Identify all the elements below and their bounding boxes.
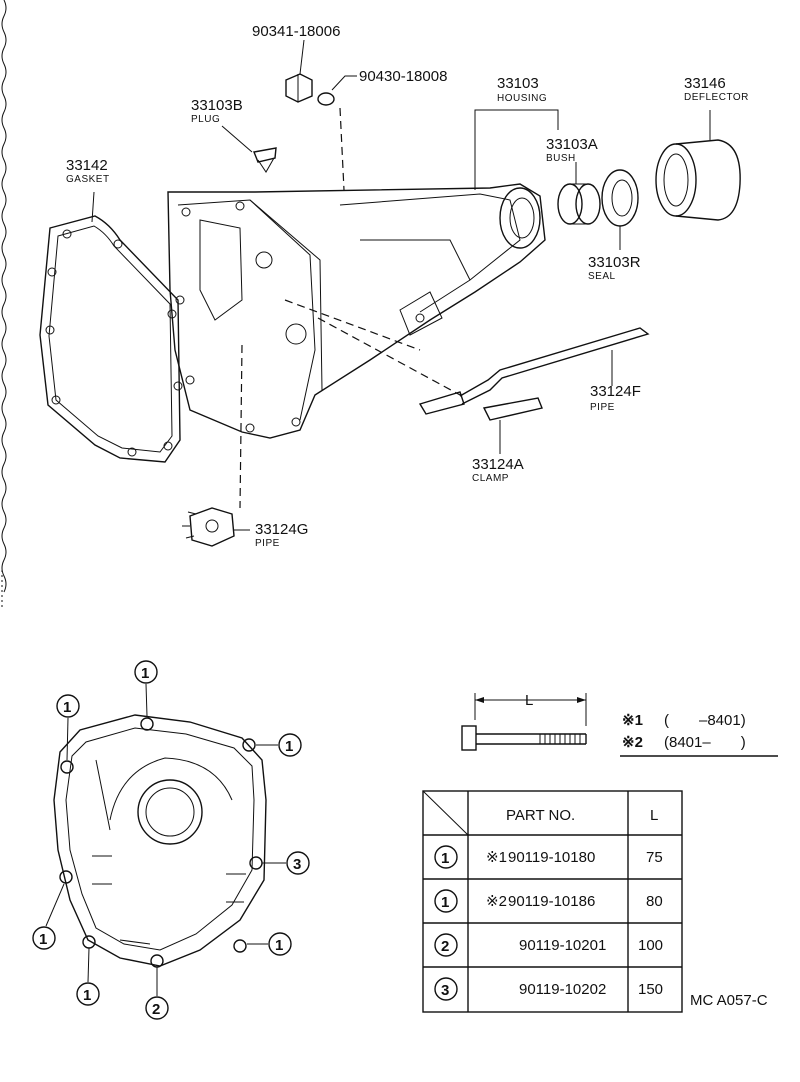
diagram-code: MC A057-C — [690, 992, 768, 1009]
pipe-f-name: PIPE — [590, 402, 615, 413]
table-row: 3 90119-10202 150 — [434, 977, 663, 1001]
pipe-f-number: 33124F — [590, 383, 641, 400]
bush-number: 33103A — [546, 136, 598, 153]
seal-name: SEAL — [588, 271, 616, 282]
svg-text:3: 3 — [441, 982, 449, 999]
svg-text:1: 1 — [441, 894, 449, 911]
bush-drawing — [557, 183, 601, 225]
svg-text:1: 1 — [83, 987, 91, 1004]
table-header-length: L — [650, 807, 658, 824]
deflector-name: DEFLECTOR — [684, 92, 749, 103]
table-row: 1 ※2 90119-10186 80 — [434, 889, 663, 913]
housing-name: HOUSING — [497, 93, 547, 104]
washer-drawing — [317, 92, 335, 106]
deflector-drawing — [655, 139, 741, 221]
bolt-layout-drawing — [53, 714, 267, 968]
seal-drawing — [601, 169, 639, 227]
drain-plug-number: 90341-18006 — [252, 23, 340, 40]
svg-text:1: 1 — [275, 937, 283, 954]
housing-drawing — [167, 183, 546, 439]
pipe-g-drawing — [182, 507, 235, 547]
deflector-number: 33146 — [684, 75, 726, 92]
table-row: 2 90119-10201 100 — [434, 933, 663, 957]
pipe-g-name: PIPE — [255, 538, 280, 549]
pipe-f-drawing — [418, 327, 650, 415]
row-1-length: 75 — [646, 849, 663, 866]
row-2-mark: ※2 — [486, 893, 507, 910]
svg-text:1: 1 — [39, 931, 47, 948]
row-1-part: 90119-10180 — [508, 849, 595, 866]
bolt-callouts: 1 1 1 3 1 1 1 2 — [32, 660, 310, 1020]
row-4-part: 90119-10202 — [519, 981, 606, 998]
svg-text:1: 1 — [285, 738, 293, 755]
bolt-length-label: L — [525, 692, 533, 709]
note-1-range: ( –8401) — [664, 712, 746, 729]
plug-number: 33103B — [191, 97, 243, 114]
plug-drawing — [253, 147, 277, 173]
parts-table — [422, 790, 683, 1013]
svg-text:1: 1 — [441, 850, 449, 867]
scan-edge — [1, 0, 7, 593]
row-4-length: 150 — [638, 981, 663, 998]
svg-text:2: 2 — [441, 938, 449, 955]
clamp-drawing — [482, 397, 543, 421]
table-row: 1 ※1 90119-10180 75 — [434, 845, 663, 869]
row-2-length: 80 — [646, 893, 663, 910]
note-2-range: (8401– ) — [664, 734, 746, 751]
row-3-length: 100 — [638, 937, 663, 954]
clamp-name: CLAMP — [472, 473, 509, 484]
gasket-number: 33142 — [66, 157, 108, 174]
plug-name: PLUG — [191, 114, 220, 125]
svg-text:1: 1 — [141, 665, 149, 682]
note-2-mark: ※2 — [622, 734, 643, 751]
pipe-g-number: 33124G — [255, 521, 308, 538]
gasket-drawing — [39, 215, 183, 463]
drain-plug-drawing — [285, 73, 313, 103]
washer-number: 90430-18008 — [359, 68, 447, 85]
row-3-part: 90119-10201 — [519, 937, 606, 954]
note-1-mark: ※1 — [622, 712, 643, 729]
row-2-part: 90119-10186 — [508, 893, 595, 910]
bush-name: BUSH — [546, 153, 576, 164]
svg-text:3: 3 — [293, 856, 301, 873]
row-1-mark: ※1 — [486, 849, 507, 866]
clamp-number: 33124A — [472, 456, 524, 473]
housing-number: 33103 — [497, 75, 539, 92]
bolt-dimension-drawing — [461, 693, 587, 751]
svg-text:2: 2 — [152, 1001, 160, 1018]
table-header-part-no: PART NO. — [506, 807, 575, 824]
gasket-name: GASKET — [66, 174, 110, 185]
seal-number: 33103R — [588, 254, 641, 271]
svg-text:1: 1 — [63, 699, 71, 716]
